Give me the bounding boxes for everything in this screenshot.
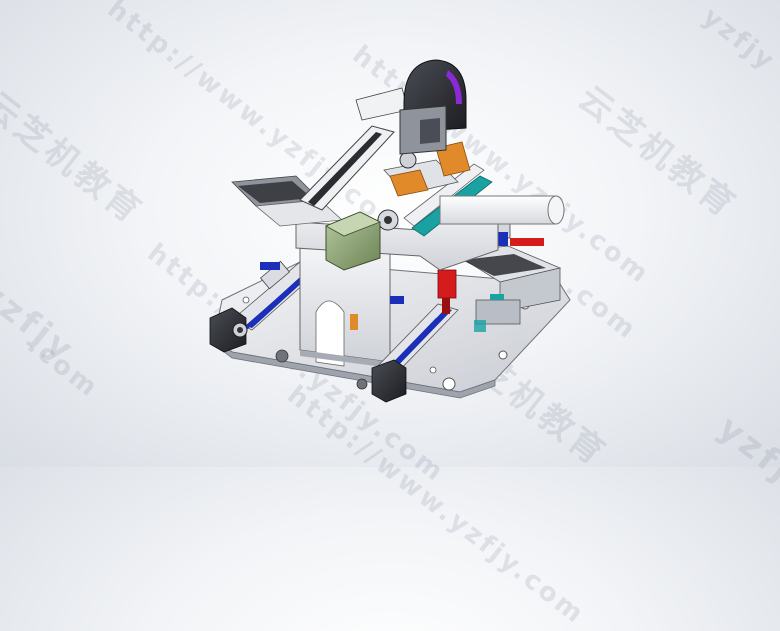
- center-head: [377, 141, 471, 231]
- cylinder: [439, 195, 565, 225]
- diagonal-beam: [299, 87, 409, 211]
- right-motor: [356, 359, 407, 403]
- cad-assembly-model[interactable]: [0, 0, 780, 467]
- red-clamp: [437, 269, 457, 314]
- left-motor: [209, 307, 248, 353]
- green-gearbox: [325, 211, 381, 271]
- top-spool: [399, 59, 467, 155]
- pillar-accents: [260, 262, 486, 332]
